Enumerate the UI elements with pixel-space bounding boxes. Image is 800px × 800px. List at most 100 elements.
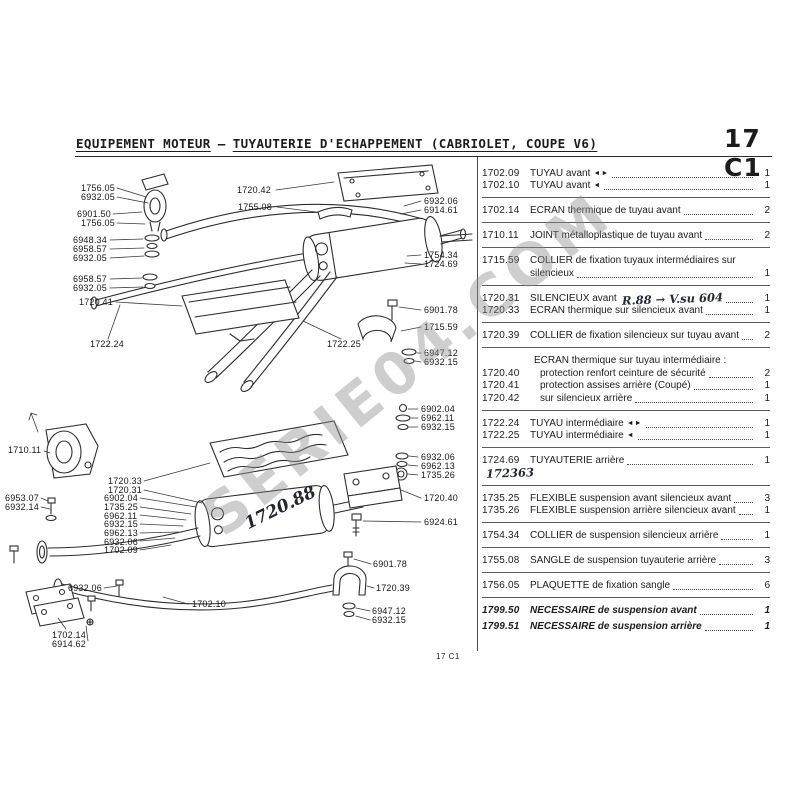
separator-line bbox=[482, 284, 770, 286]
part-qty: 1 bbox=[764, 305, 770, 316]
separator-line bbox=[482, 484, 770, 486]
header-rule bbox=[75, 156, 772, 157]
suspension-strap bbox=[317, 206, 353, 220]
pipe-gasket bbox=[45, 423, 99, 479]
part-qty: 2 bbox=[764, 330, 770, 341]
handwritten-note: 172363 bbox=[485, 464, 535, 481]
part-ref: 1735.25 bbox=[482, 492, 520, 504]
part-description: COLLIER de fixation tuyaux intermédiaire… bbox=[530, 255, 736, 266]
dotted-leader bbox=[719, 564, 753, 565]
dotted-leader bbox=[683, 214, 753, 215]
separator-line bbox=[482, 409, 770, 411]
part-ref: 1799.51 bbox=[482, 621, 520, 632]
part-ref: 1720.39 bbox=[482, 330, 520, 341]
part-ref: 1715.59 bbox=[482, 255, 520, 266]
dotted-leader bbox=[576, 276, 753, 278]
dotted-leader bbox=[734, 501, 753, 503]
separator-line bbox=[482, 347, 770, 348]
part-qty: 1 bbox=[764, 292, 770, 304]
leader-lines bbox=[28, 181, 422, 642]
parts-row: 1756.05 PLAQUETTE de fixation sangle 6 bbox=[482, 580, 770, 592]
part-ref: 1720.42 bbox=[482, 392, 520, 404]
part-qty: 1 bbox=[764, 180, 770, 191]
part-ref: 1720.40 bbox=[482, 367, 520, 379]
part-description: SANGLE de suspension tuyauterie arrière bbox=[530, 555, 717, 566]
applicability-arrows: ◄► bbox=[626, 419, 643, 427]
dotted-leader bbox=[738, 514, 753, 515]
part-description: FLEXIBLE suspension arrière silencieux a… bbox=[530, 505, 736, 516]
corrugated-heat-shield bbox=[209, 420, 349, 478]
footer-page-code: 17 C1 bbox=[436, 652, 460, 661]
separator-line bbox=[482, 547, 770, 548]
dotted-leader bbox=[705, 239, 753, 240]
part-qty: 1 bbox=[764, 621, 770, 632]
heat-shield-rear bbox=[337, 164, 439, 202]
column-divider bbox=[477, 157, 478, 651]
dotted-leader bbox=[705, 314, 753, 315]
part-qty: 6 bbox=[764, 580, 770, 591]
dotted-leader bbox=[604, 189, 753, 190]
part-description: ECRAN thermique de tuyau avant bbox=[530, 205, 681, 216]
part-qty: 1 bbox=[764, 417, 770, 429]
part-ref: 1702.09 bbox=[482, 167, 520, 179]
heat-shield-coupe bbox=[181, 279, 300, 342]
part-description: SILENCIEUX avant bbox=[530, 292, 617, 304]
part-ref: 1720.33 bbox=[482, 305, 520, 316]
part-qty: 1 bbox=[764, 605, 770, 616]
part-description: NECESSAIRE de suspension arrière bbox=[530, 621, 702, 632]
part-description: silencieux bbox=[530, 267, 574, 279]
part-ref: 1756.05 bbox=[482, 580, 520, 591]
part-description: TUYAU avant bbox=[530, 180, 591, 191]
dotted-leader bbox=[704, 630, 753, 631]
dotted-leader bbox=[725, 301, 753, 303]
parts-row: 1715.59 COLLIER de fixation tuyaux interm… bbox=[482, 255, 770, 267]
part-qty: 2 bbox=[764, 230, 770, 241]
part-qty: 1 bbox=[764, 430, 770, 441]
part-qty: 1 bbox=[764, 267, 770, 279]
part-ref: 1755.08 bbox=[482, 555, 520, 566]
part-ref: 1735.26 bbox=[482, 505, 520, 516]
part-qty: 1 bbox=[764, 380, 770, 391]
part-description: NECESSAIRE de suspension avant bbox=[530, 605, 697, 616]
part-description: sur silencieux arrière bbox=[540, 392, 633, 404]
part-description: TUYAU intermédiaire bbox=[530, 430, 624, 441]
part-qty: 1 bbox=[764, 530, 770, 541]
parts-row: 1799.50 NECESSAIRE de suspension avant 1 bbox=[482, 605, 770, 617]
part-ref: 1799.50 bbox=[482, 605, 520, 616]
part-description: PLAQUETTE de fixation sangle bbox=[530, 580, 671, 591]
part-description: ECRAN thermique sur silencieux avant bbox=[530, 305, 703, 316]
part-qty: 1 bbox=[764, 392, 770, 404]
separator-line bbox=[482, 322, 770, 323]
parts-row: 1720.42 sur silencieux arrière 1 bbox=[482, 393, 770, 405]
title-subject: TUYAUTERIE D'ECHAPPEMENT (CABRIOLET, COU… bbox=[232, 136, 598, 151]
parts-row-continuation: silencieux 1 bbox=[482, 268, 770, 280]
rear-muffler-assembly bbox=[204, 215, 467, 392]
part-ref: 1720.41 bbox=[482, 380, 520, 391]
dotted-leader bbox=[635, 401, 753, 403]
seatbelt-heat-shield-bracket bbox=[343, 465, 403, 537]
part-description: TUYAUTERIE arrière bbox=[530, 455, 625, 466]
part-ref: 1702.10 bbox=[482, 180, 520, 191]
separator-line bbox=[482, 247, 770, 248]
part-qty: 2 bbox=[764, 367, 770, 379]
separator-line bbox=[482, 222, 770, 223]
part-qty: 1 bbox=[764, 505, 770, 516]
part-ref: 1754.34 bbox=[482, 530, 520, 541]
part-qty: 1 bbox=[764, 167, 770, 179]
part-description: JOINT métalloplastique de tuyau avant bbox=[530, 230, 703, 241]
applicability-arrows: ◄ bbox=[626, 432, 635, 439]
part-description: TUYAU intermédiaire bbox=[530, 417, 624, 429]
parts-row: 1755.08 SANGLE de suspension tuyauterie a… bbox=[482, 555, 770, 567]
dotted-leader bbox=[612, 176, 753, 178]
part-ref: 1720.31 bbox=[482, 292, 520, 304]
title-separator: – bbox=[217, 136, 226, 151]
